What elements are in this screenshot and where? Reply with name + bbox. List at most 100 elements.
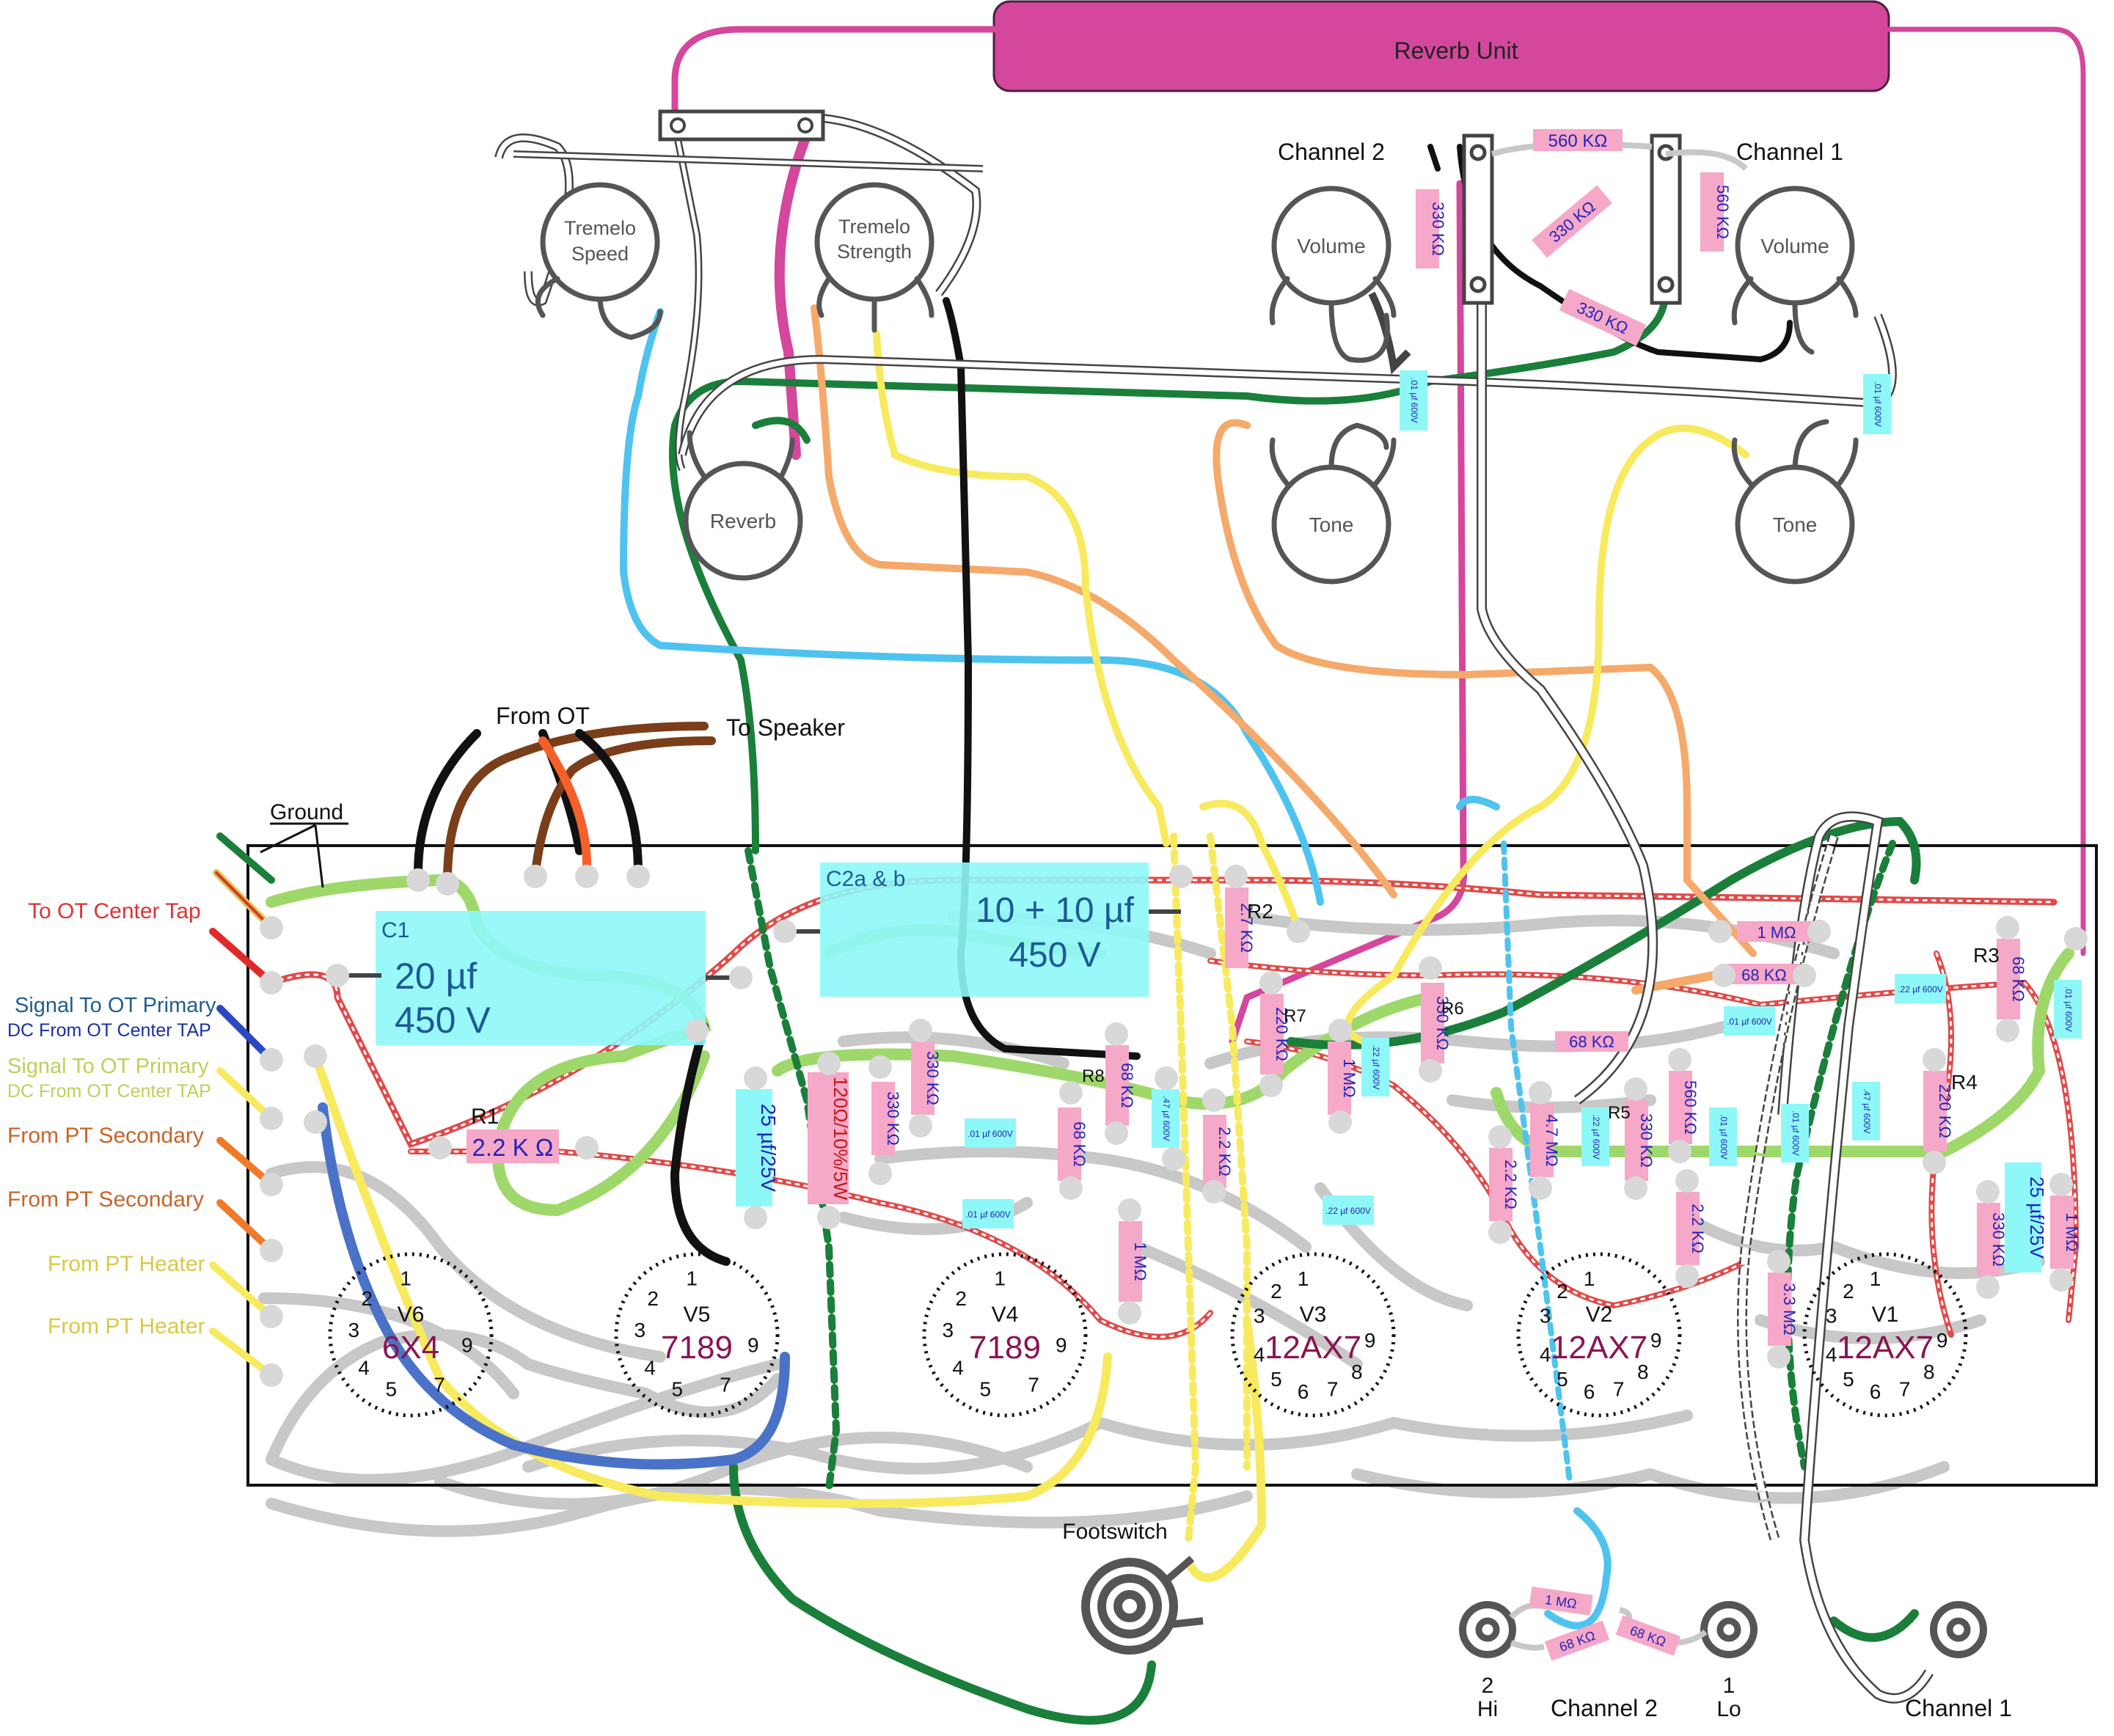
tube-pin-number: 9 [747, 1334, 759, 1357]
ch2-hi-jack[interactable]: 2 Hi [1459, 1601, 1516, 1721]
tube-pin-number: 7 [434, 1374, 445, 1396]
footswitch-label: Footswitch [1062, 1520, 1167, 1544]
tremelo-strength-label-1: Tremelo [838, 216, 910, 238]
pot-res-560-top: 560 KΩ [1548, 131, 1608, 151]
tube-pin-number: 2 [1270, 1280, 1282, 1303]
reverb-pot[interactable]: Reverb [683, 461, 803, 581]
cap-01-top: .01 µf 600V [1727, 1017, 1772, 1027]
resistor-r1: R1 2.2 K Ω [467, 1105, 559, 1163]
tube-pin-number: 5 [1270, 1368, 1282, 1391]
reverb-tag-strip [658, 109, 825, 142]
r6-label: R6 [1441, 999, 1464, 1019]
reverb-unit-label: Reverb Unit [1394, 37, 1518, 64]
c1-value: 20 µf [395, 956, 477, 997]
tube-pin-number: 1 [1870, 1267, 1881, 1290]
pot-cap-ch1: .01 µf 600V [1873, 381, 1883, 427]
res-1m-v1: 1 MΩ [2063, 1212, 2081, 1251]
tube-type-label: 6X4 [382, 1330, 439, 1366]
cap-22-r3: .22 µf 600V [1898, 984, 1943, 995]
tube-pin-number: 6 [1870, 1380, 1881, 1403]
input-jacks: 2 Hi 1 Lo Channel 2 Channel 1 1 MΩ 68 KΩ… [1459, 1586, 2012, 1721]
res-68k-top: 68 KΩ [1741, 966, 1787, 984]
ch2-tone-pot[interactable]: Tone [1271, 464, 1391, 585]
pot-tie-trace [1665, 149, 1748, 171]
tube-pin-number: 9 [1650, 1329, 1662, 1352]
ground-label: Ground [270, 800, 343, 824]
tube-pin-number: 2 [955, 1287, 967, 1310]
res-68-v4: 68 KΩ [1070, 1121, 1089, 1167]
tube-id-label: V6 [398, 1303, 425, 1327]
tube-pin-number: 4 [952, 1357, 964, 1380]
ch2-lo-jack[interactable]: 1 Lo [1700, 1601, 1758, 1721]
r4-value: 220 KΩ [1936, 1084, 1954, 1138]
res-330-v5b: 330 KΩ [923, 1051, 942, 1105]
r2-label: R2 [1247, 900, 1273, 923]
tube-pin-number: 1 [994, 1267, 1006, 1289]
r5-value: 330 KΩ [1637, 1113, 1656, 1168]
tube-pin-number: 4 [1540, 1344, 1551, 1366]
tube-pin-number: 2 [1843, 1280, 1854, 1303]
cap-22-v3: .22 µf 600V [1325, 1206, 1371, 1216]
tube-pin-number: 7 [1327, 1377, 1339, 1400]
pt-heater-label-1: From PT Heater [48, 1252, 205, 1276]
r1-value: 2.2 K Ω [472, 1134, 554, 1161]
tube-pin-number: 5 [386, 1377, 398, 1400]
tube-type-label: 7189 [969, 1330, 1041, 1366]
turret-terminals [260, 865, 2088, 1387]
from-ot-label: From OT [496, 703, 590, 729]
cap-01-v4a: .01 µf 600V [968, 1129, 1013, 1139]
ch2-lo-number: 1 [1723, 1674, 1736, 1698]
c2-value: 10 + 10 µf [976, 891, 1134, 930]
channel-1-pot-label: Channel 1 [1736, 139, 1843, 165]
tube-id-label: V5 [684, 1303, 711, 1327]
tube-pin-number: 8 [1637, 1360, 1649, 1383]
c2-capacitor: C2a & b 10 + 10 µf 450 V [820, 862, 1149, 997]
tube-pin-number: 3 [348, 1319, 360, 1341]
pot-lugs [535, 276, 1859, 487]
ch2-tone-label: Tone [1309, 513, 1354, 536]
tube-pin-number: 5 [980, 1377, 992, 1400]
tube-type-label: 7189 [661, 1330, 733, 1366]
pot-tag-strips [1462, 133, 1682, 305]
cap-01-right: .01 µf 600V [2063, 986, 2074, 1032]
tremelo-speed-pot[interactable]: Tremelo Speed [540, 182, 660, 302]
ch1-input-jack[interactable]: Channel 1 [1905, 1601, 2012, 1721]
tube-pin-number: 9 [1056, 1334, 1067, 1357]
r3-label: R3 [1973, 944, 2000, 967]
res-33m: 3.3 MΩ [1780, 1283, 1799, 1335]
tube-pin-number: 2 [361, 1287, 373, 1310]
res-22-v2b: 2.2 KΩ [1689, 1204, 1707, 1253]
tube-id-label: V1 [1872, 1303, 1899, 1327]
footswitch-jack[interactable]: Footswitch [1062, 1520, 1204, 1655]
tube-type-label: 12AX7 [1265, 1330, 1361, 1366]
tube-pin-number: 3 [943, 1319, 954, 1341]
res-330-v5: 330 KΩ [884, 1091, 902, 1146]
ch1-volume-pot[interactable]: Volume [1735, 186, 1855, 306]
reverb-pot-label: Reverb [710, 510, 776, 532]
ch1-tone-pot[interactable]: Tone [1735, 464, 1855, 585]
left-side-labels: Ground To OT Center Tap Signal To OT Pri… [7, 800, 348, 1338]
tube-pin-number: 4 [358, 1357, 370, 1380]
tube-pin-number: 2 [647, 1287, 659, 1310]
r7-label: R7 [1284, 1006, 1306, 1026]
tube-pin-number: 1 [400, 1267, 412, 1289]
ch2-volume-pot[interactable]: Volume [1271, 186, 1391, 306]
tube-pin-number: 4 [1254, 1344, 1265, 1366]
dc-ot-center-label-2: DC From OT Center TAP [7, 1081, 211, 1102]
tube-pin-number: 6 [1298, 1380, 1309, 1403]
tube-pin-number: 3 [1540, 1304, 1551, 1327]
tube-pin-number: 6 [1584, 1380, 1595, 1403]
ch1-input-label: Channel 1 [1905, 1695, 2012, 1721]
pt-secondary-label-2: From PT Secondary [7, 1187, 204, 1212]
res-47m: 4.7 MΩ [1543, 1114, 1561, 1166]
signal-ot-primary-label-1: Signal To OT Primary [15, 994, 216, 1017]
tremelo-speed-label-1: Tremelo [564, 217, 636, 239]
tremelo-speed-label-2: Speed [571, 243, 629, 265]
tremelo-strength-pot[interactable]: Tremelo Strength [814, 182, 935, 302]
